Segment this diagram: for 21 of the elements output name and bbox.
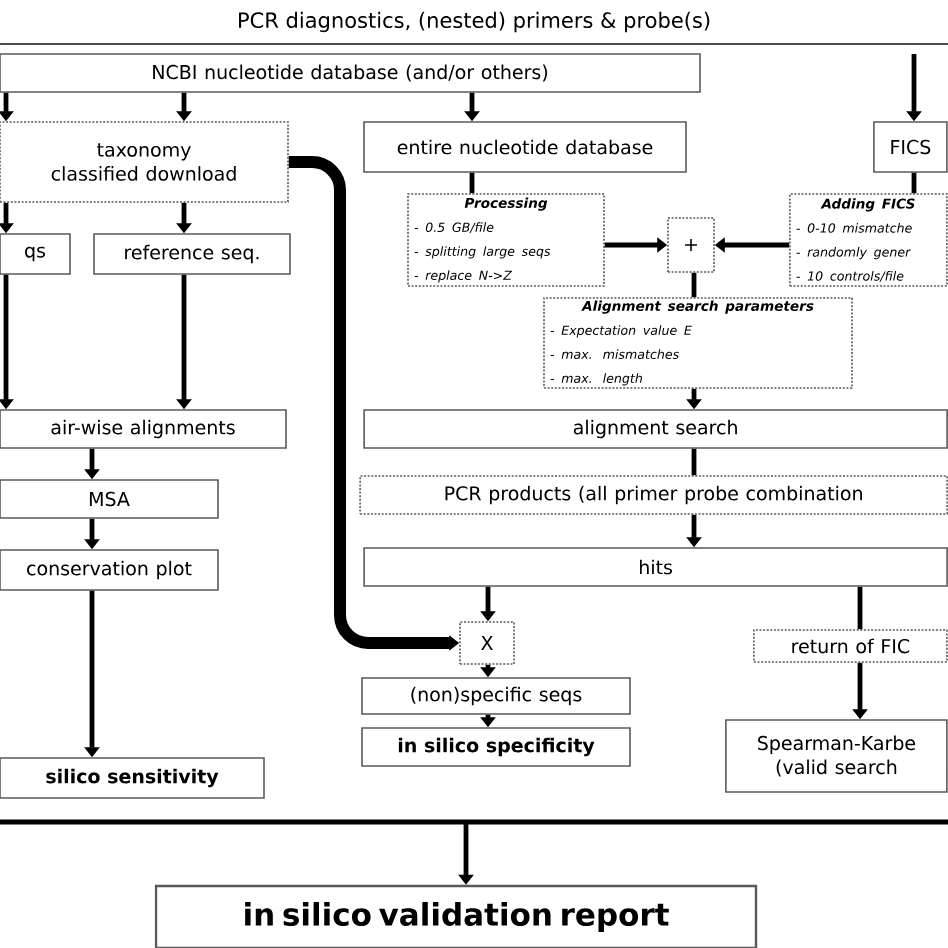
process-box: hits <box>363 547 948 587</box>
operator-box: X <box>459 621 515 665</box>
title: PCR diagnostics, (nested) primers & probe(s) <box>239 11 710 33</box>
result-box: silico sensitivity <box>0 757 265 799</box>
report-box: in silico validation report <box>154 884 758 948</box>
process-box: return of FIC <box>753 629 948 663</box>
process-box: conservation plot <box>0 549 219 591</box>
process-box: NCBI nucleotide database (and/or others) <box>0 53 701 93</box>
process-box: reference seq. <box>93 233 291 275</box>
process-box: (non)specific seqs <box>361 677 631 715</box>
result-box: in silico specificity <box>361 727 631 767</box>
operator-box: + <box>667 217 715 273</box>
process-box: PCR products (all primer probe combination <box>359 475 948 515</box>
process-box: taxonomy classified download <box>0 121 289 203</box>
process-box: entire nucleotide database <box>363 121 687 173</box>
process-box: Spearman-Karbe (valid search <box>725 719 948 793</box>
process-box: alignment search <box>363 409 948 449</box>
process-box: FICS <box>873 121 948 173</box>
process-box: qs <box>0 233 71 275</box>
process-box: air-wise alignments <box>0 409 287 449</box>
process-box: MSA <box>0 479 219 519</box>
